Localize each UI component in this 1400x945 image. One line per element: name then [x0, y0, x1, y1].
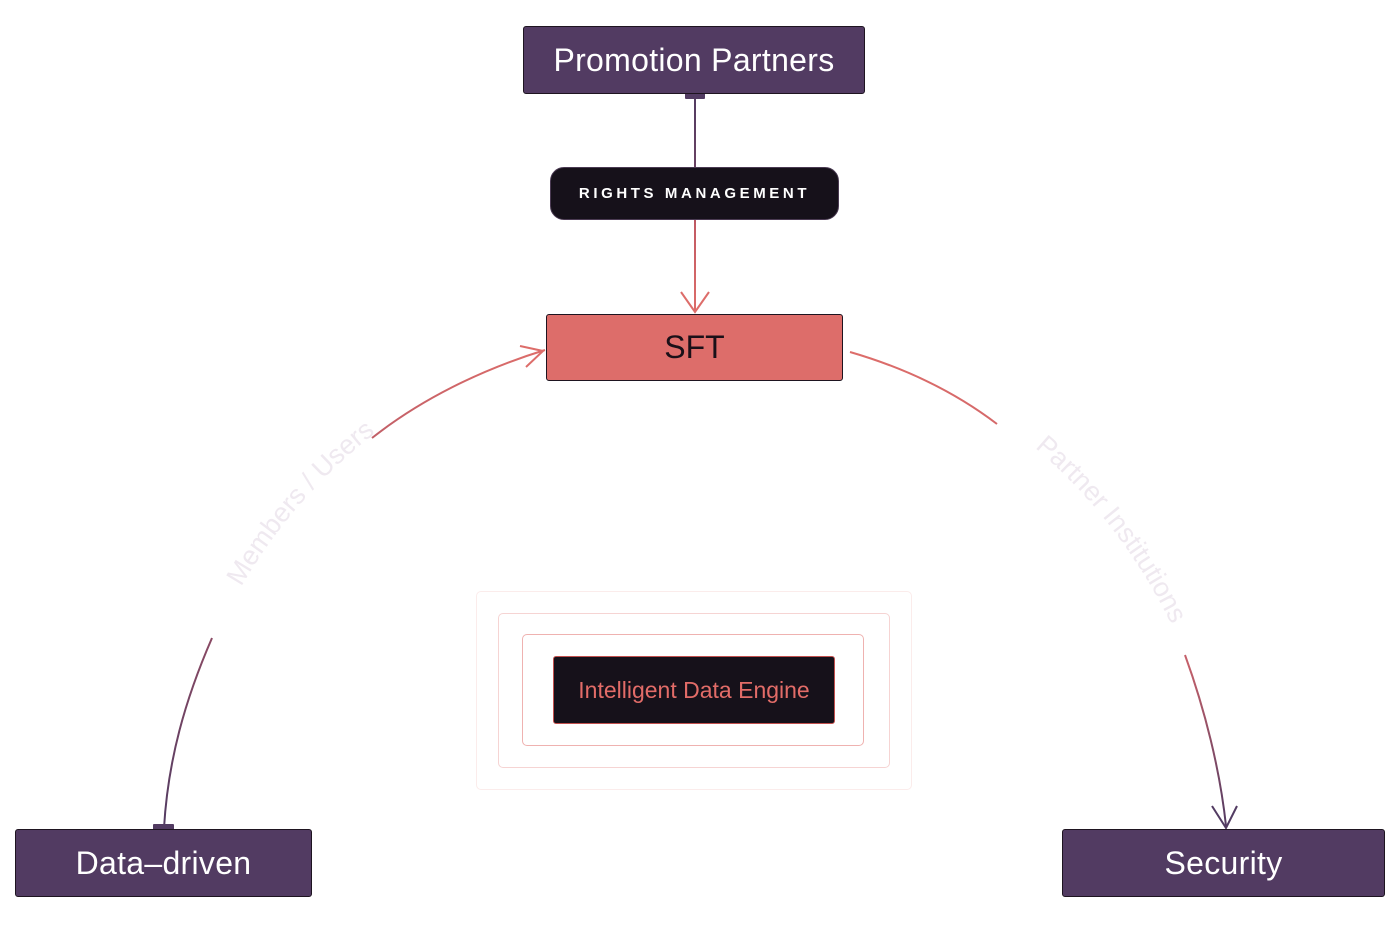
node-security-label: Security	[1164, 844, 1283, 881]
node-data-driven-label: Data–driven	[75, 844, 252, 881]
edge-label-members-users: Members / Users	[220, 414, 379, 590]
node-sft[interactable]: SFT	[546, 314, 843, 381]
connector-data-driven-to-sft	[163, 349, 546, 829]
node-promotion-partners[interactable]: Promotion Partners	[523, 26, 865, 94]
node-sft-label: SFT	[664, 329, 725, 365]
connector-right-arrowhead	[1211, 805, 1238, 831]
connector-top-arrowhead	[680, 291, 710, 314]
edge-label-partner-institutions: Partner Institutions	[1031, 429, 1193, 627]
node-data-driven[interactable]: Data–driven	[15, 829, 312, 897]
engine-ring-outer	[476, 591, 912, 790]
connector-left-arrowhead	[519, 345, 546, 368]
node-intelligent-data-engine[interactable]: Intelligent Data Engine	[553, 656, 835, 724]
connector-left-start-cap	[153, 824, 174, 830]
node-security[interactable]: Security	[1062, 829, 1385, 897]
node-rights-management[interactable]: RIGHTS MANAGEMENT	[550, 167, 839, 220]
engine-ring-middle	[498, 613, 890, 768]
engine-ring-inner	[522, 634, 864, 746]
node-promotion-partners-label: Promotion Partners	[553, 41, 835, 78]
connector-top-start-cap	[685, 93, 705, 99]
connector-sft-to-security	[849, 351, 1227, 827]
node-intelligent-data-engine-label: Intelligent Data Engine	[578, 676, 810, 703]
node-rights-management-label: RIGHTS MANAGEMENT	[578, 185, 811, 202]
